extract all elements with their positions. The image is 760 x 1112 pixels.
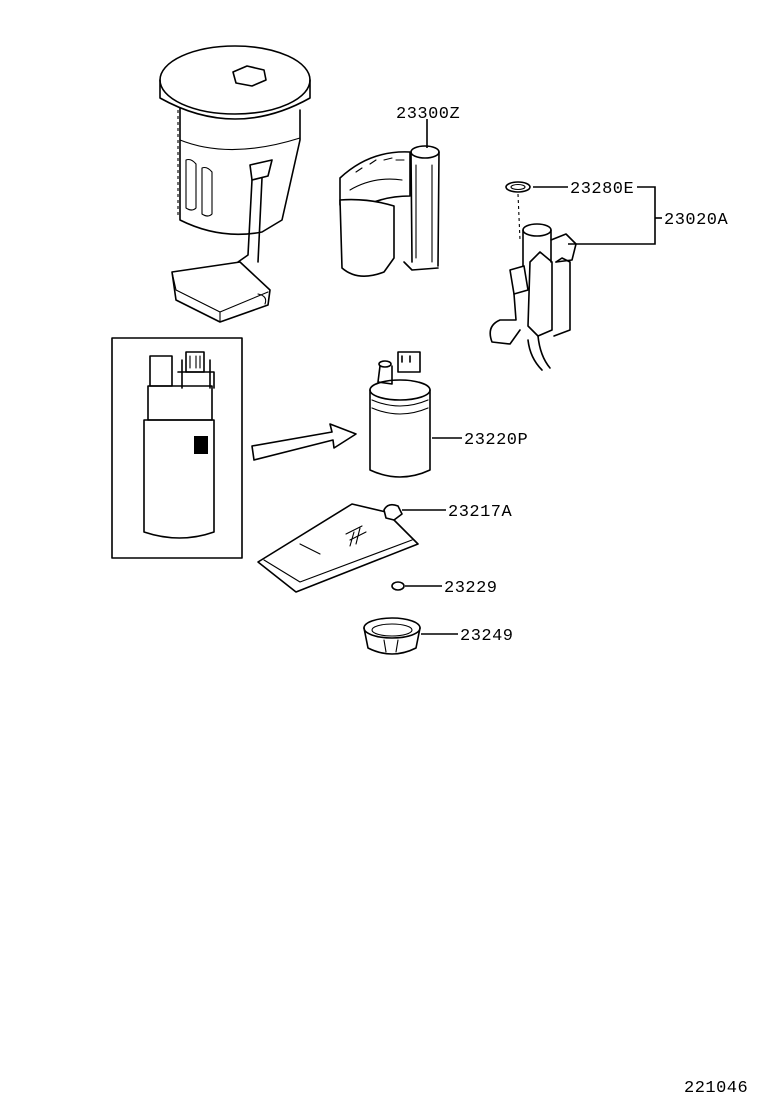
- fuel-filter: [257, 503, 446, 593]
- fuel-pump-housing: [339, 119, 440, 277]
- fuel-pump: [369, 351, 462, 478]
- label-23249: 23249: [460, 627, 514, 646]
- pressure-regulator-assembly: [489, 186, 662, 371]
- detail-inset-box: [111, 337, 243, 559]
- ring-part: [363, 617, 458, 655]
- fuel-sender-gauge-assembly: [159, 45, 311, 323]
- diagram-id: 221046: [684, 1079, 748, 1098]
- o-ring-part: [505, 181, 568, 193]
- label-23300z: 23300Z: [396, 105, 460, 124]
- label-23217a: 23217A: [448, 503, 513, 522]
- label-23229: 23229: [444, 579, 498, 598]
- label-23020a: 23020A: [664, 211, 729, 230]
- direction-arrow: [251, 423, 357, 461]
- label-23280e: 23280E: [570, 180, 634, 199]
- label-23220p: 23220P: [464, 431, 528, 450]
- clip-part: [391, 581, 442, 591]
